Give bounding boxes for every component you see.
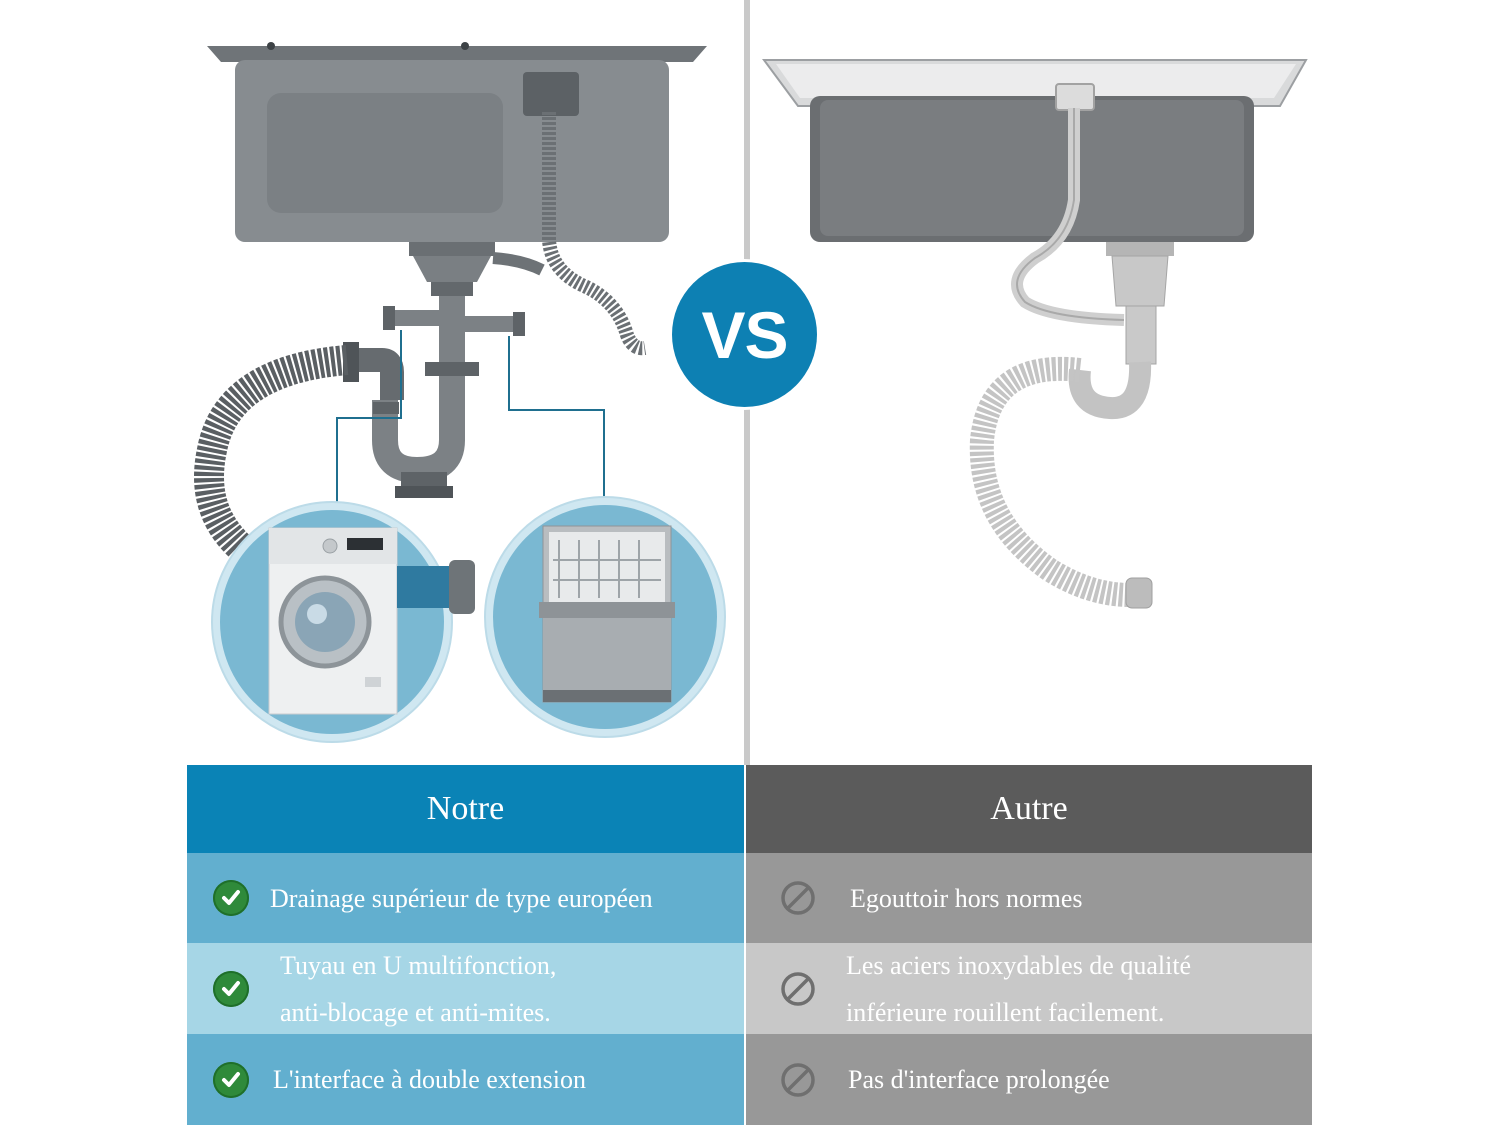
other-feature-row: Les aciers inoxydables de qualité inféri…	[746, 943, 1312, 1034]
extension-branch-right	[465, 316, 517, 332]
sink-rim	[207, 46, 707, 62]
other-feature-row: Pas d'interface prolongée	[746, 1034, 1312, 1125]
drain-basket	[413, 256, 491, 282]
overflow-outlet	[1055, 83, 1095, 111]
our-feature-text: Tuyau en U multifonction, anti-blocage e…	[280, 950, 557, 1027]
our-feature-text: Drainage supérieur de type européen	[270, 883, 653, 913]
our-sink-illustration	[187, 0, 744, 765]
other-feature-text: Les aciers inoxydables de qualité inféri…	[846, 950, 1192, 1027]
overflow-outlet	[523, 72, 579, 116]
our-sink-drawing	[194, 42, 726, 743]
vs-badge: VS	[672, 262, 817, 407]
other-column-header: Autre	[746, 765, 1312, 853]
u-trap	[372, 400, 465, 484]
our-feature-row: L'interface à double extension	[187, 1034, 744, 1125]
prohibited-icon	[781, 1062, 815, 1097]
our-feature-row: Tuyau en U multifonction, anti-blocage e…	[187, 943, 744, 1034]
check-icon	[213, 880, 249, 916]
prohibited-icon	[781, 971, 815, 1006]
drain-basket	[1111, 255, 1169, 307]
other-feature-row: Egouttoir hors normes	[746, 853, 1312, 943]
u-trap	[1068, 361, 1152, 420]
our-column-header: Notre	[187, 765, 744, 853]
check-icon	[213, 970, 249, 1007]
other-sink-illustration	[750, 0, 1312, 765]
prohibited-icon	[781, 881, 815, 915]
extension-branch-left	[387, 310, 439, 326]
other-column: Autre Egouttoir hors normes Les aciers i…	[746, 765, 1312, 1125]
check-icon	[213, 1061, 249, 1098]
our-column: Notre Drainage supérieur de type europée…	[187, 765, 744, 1125]
our-feature-text: L'interface à double extension	[273, 1065, 586, 1094]
other-feature-text: Pas d'interface prolongée	[848, 1065, 1110, 1094]
other-sink-drawing	[762, 59, 1308, 609]
drain-pipe	[439, 296, 465, 366]
drain-hose	[969, 356, 1131, 607]
our-feature-row: Drainage supérieur de type européen	[187, 853, 744, 943]
other-feature-text: Egouttoir hors normes	[850, 883, 1083, 913]
